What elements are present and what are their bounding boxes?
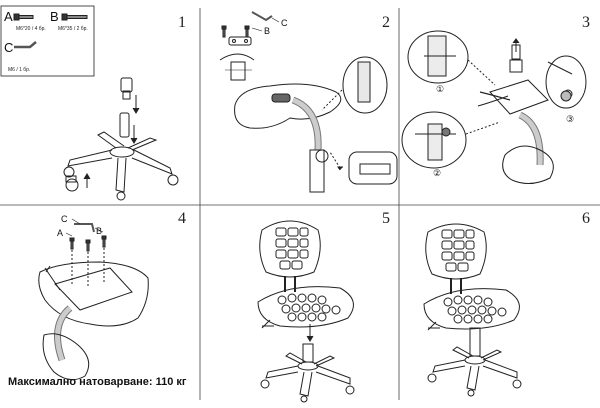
step3-callout-1: ①: [436, 84, 444, 94]
seat-bracket: [219, 53, 255, 81]
legend-spec-a: M6*20 / 4 бр.: [16, 26, 46, 32]
star-base-5: [260, 352, 355, 403]
seat-holes-5: [277, 293, 341, 322]
screw-a-icon: [13, 13, 34, 21]
hex-key-c-icon: [14, 41, 37, 49]
step3-callout-2: ②: [433, 168, 441, 178]
step-5-panel: [257, 220, 355, 403]
seat-holes-6: [443, 295, 507, 324]
seat-5: [257, 286, 354, 328]
gas-lift-6: [469, 327, 481, 357]
zoom-circle-top: [342, 56, 388, 114]
screw-icon: [221, 25, 227, 38]
seat-underside: [38, 261, 149, 327]
mechanism-plate-4: [54, 267, 133, 311]
legend-letter-a: A: [4, 9, 13, 24]
backrest-holes-6: [441, 229, 475, 272]
step-number-1: 1: [178, 14, 186, 31]
step4-callout-b: B: [96, 226, 102, 236]
hex-key-icon: [251, 11, 273, 22]
step-number-2: 2: [382, 14, 390, 31]
screw-icon: [69, 237, 75, 250]
screw-b-icon: [61, 13, 88, 21]
screw-icon: [85, 239, 91, 252]
backrest-4: [42, 333, 90, 381]
step-number-4: 4: [178, 210, 186, 227]
backrest-3: [502, 145, 554, 184]
max-load-note: Максимално натоварване: 110 кг: [8, 376, 187, 388]
backrest-5: [259, 220, 321, 278]
zoom-box-bottom: [348, 151, 398, 185]
legend-spec-c: M6 / 1 бр.: [8, 67, 30, 73]
step-6-panel: [423, 223, 522, 397]
screw-icon: [244, 25, 250, 38]
step2-callout-b: B: [264, 26, 270, 36]
backrest-holes-5: [275, 227, 309, 270]
panel-grid: [0, 8, 600, 400]
star-base: [63, 131, 179, 201]
step-number-5: 5: [382, 210, 390, 227]
hex-key-4: [74, 223, 95, 233]
seat-6: [423, 288, 520, 330]
step-1-panel: [0, 5, 179, 201]
zoom-circle-1: [407, 30, 469, 84]
step-4-panel: [38, 218, 149, 381]
star-base-6: [427, 346, 522, 397]
legend-letter-b: B: [50, 9, 59, 24]
parts-legend-box: [0, 5, 95, 77]
caster-wheel: [65, 175, 79, 192]
gas-lift-5: [302, 343, 314, 363]
step-3-panel: [401, 30, 587, 184]
gas-lift-top: [509, 44, 523, 73]
seat-shell: [234, 83, 342, 129]
step-number-6: 6: [582, 210, 590, 227]
legend-letter-c: C: [4, 40, 13, 55]
step3-callout-3: ③: [566, 114, 574, 124]
step4-callout-c: C: [61, 214, 68, 224]
step-number-3: 3: [582, 14, 590, 31]
step4-callout-a: A: [57, 228, 63, 238]
zoom-circle-3: [545, 55, 587, 109]
step-2-panel: [219, 11, 398, 193]
mechanism-plate: [477, 79, 549, 115]
mounting-plate: [228, 36, 252, 46]
legend-spec-b: M6*35 / 2 бр.: [58, 26, 88, 32]
zoom-circle-2: [401, 111, 467, 169]
backrest-6: [425, 223, 487, 280]
gas-lift-cylinder: [120, 77, 133, 93]
screw-icon: [101, 235, 107, 248]
step2-callout-c: C: [281, 18, 288, 28]
gas-lift-tube: [119, 112, 130, 138]
